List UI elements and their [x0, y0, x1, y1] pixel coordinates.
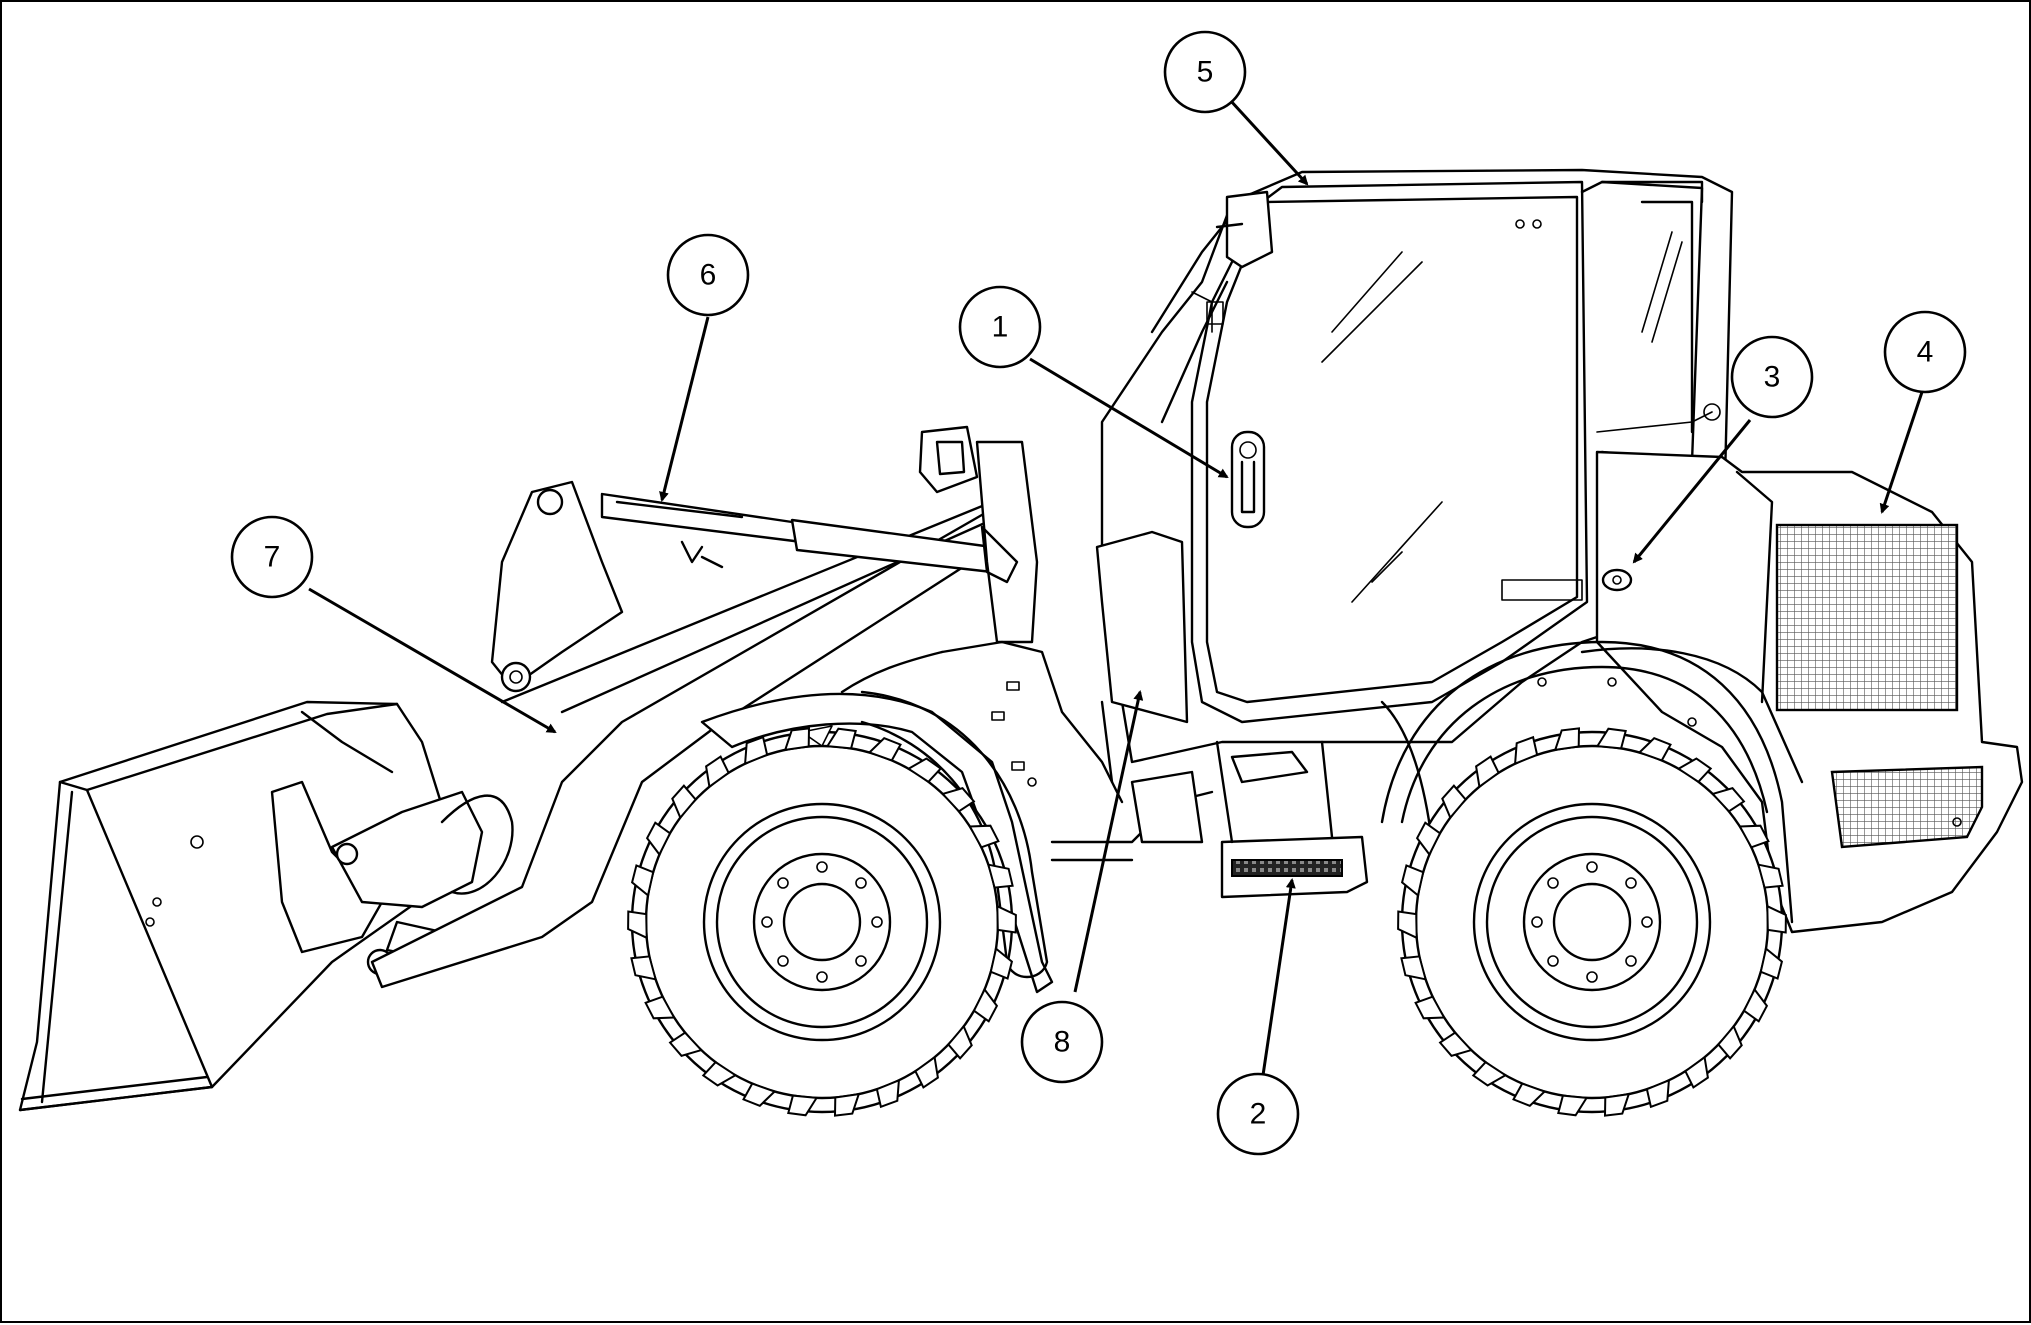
tread-block: [671, 784, 697, 820]
callout-8: 8: [1020, 1000, 1104, 1084]
leader-7: [308, 587, 557, 734]
lift-cylinder: [600, 492, 994, 574]
callout-4-label: 4: [1917, 336, 1934, 369]
callout-4: 4: [1883, 310, 1967, 394]
leader-3: [1632, 419, 1752, 564]
tread-block: [940, 787, 976, 813]
tread-block: [989, 946, 1014, 980]
tread-block: [1676, 757, 1713, 784]
tread-block: [1738, 824, 1770, 849]
tread-block: [1414, 995, 1446, 1020]
tread-block: [1513, 735, 1539, 766]
tread-block: [987, 863, 1014, 889]
callout-6: 6: [666, 233, 750, 317]
fenders: [860, 640, 1794, 979]
tread-block: [645, 821, 672, 857]
tread-block: [1438, 1031, 1474, 1057]
tread-block: [1603, 1092, 1631, 1117]
entry-step: [1215, 740, 1369, 899]
tread-block: [1400, 955, 1427, 981]
tread-block: [668, 1031, 704, 1057]
tread-block: [1595, 727, 1627, 750]
chassis: [1050, 700, 1434, 862]
tread-block: [742, 1082, 777, 1107]
callout-2: 2: [1216, 1072, 1300, 1156]
callout-3-label: 3: [1764, 361, 1781, 394]
tread-block: [1757, 863, 1784, 889]
front-frame: [700, 640, 1124, 994]
tread-block: [1415, 821, 1442, 857]
tread-block: [627, 910, 648, 940]
engine-grille: [1775, 523, 1959, 712]
tread-block: [947, 1024, 973, 1060]
tread-block: [1475, 755, 1500, 789]
tread-block: [644, 995, 676, 1020]
tread-block: [1766, 904, 1787, 934]
tread-block: [825, 727, 857, 750]
tire-treads: [627, 727, 1787, 1117]
tread-block: [701, 1060, 738, 1087]
tread-block: [867, 737, 902, 762]
tread-block: [1742, 987, 1769, 1023]
tread-block: [630, 864, 655, 898]
leader-6: [659, 316, 710, 502]
tread-block: [833, 1092, 861, 1117]
tread-block: [1400, 864, 1425, 898]
tread-block: [1684, 1055, 1709, 1089]
tread-block: [630, 955, 657, 981]
callout-3: 3: [1730, 335, 1814, 419]
tread-block: [1512, 1082, 1547, 1107]
bucket: [18, 700, 449, 1112]
callout-1-label: 1: [992, 311, 1009, 344]
tread-block: [1441, 784, 1467, 820]
callout-6-label: 6: [700, 259, 717, 292]
rear-wheel: [1400, 730, 1784, 1114]
leader-4: [1879, 391, 1924, 514]
fuel-cap-icon: [1601, 568, 1633, 592]
tread-block: [914, 1055, 939, 1089]
rear-grille: [1830, 765, 1984, 849]
callout-5-label: 5: [1197, 56, 1214, 89]
front-wheel: [630, 725, 1014, 1114]
tread-block: [1710, 787, 1746, 813]
tread-block: [1637, 737, 1672, 762]
callout-8-label: 8: [1054, 1026, 1071, 1059]
tread-block: [1557, 1094, 1589, 1117]
tread-block: [1471, 1060, 1508, 1087]
tread-block: [996, 904, 1017, 934]
tread-block: [1553, 727, 1581, 752]
leader-2: [1260, 878, 1296, 1083]
callout-2-label: 2: [1250, 1098, 1267, 1131]
tread-block: [1397, 910, 1418, 940]
tread-block: [1645, 1078, 1671, 1109]
tread-block: [1717, 1024, 1743, 1060]
tread-block: [875, 1078, 901, 1109]
callout-7-label: 7: [264, 541, 281, 574]
tread-block: [705, 755, 730, 789]
leader-8: [1073, 690, 1144, 993]
tread-block: [972, 987, 999, 1023]
tread-block: [906, 757, 943, 784]
cab: [1095, 168, 1734, 764]
work-light: [918, 425, 1039, 644]
tread-block: [783, 727, 811, 752]
tread-block: [968, 824, 1000, 849]
callout-7: 7: [230, 515, 314, 599]
tread-block: [787, 1094, 819, 1117]
leader-1: [1029, 357, 1229, 479]
callout-1: 1: [958, 285, 1042, 369]
tread-block: [743, 735, 769, 766]
callout-5: 5: [1163, 30, 1247, 114]
engine-hood: [1537, 450, 2024, 934]
tread-block: [1759, 946, 1784, 980]
leader-5: [1228, 98, 1309, 186]
leader-lines: [308, 98, 1924, 1083]
